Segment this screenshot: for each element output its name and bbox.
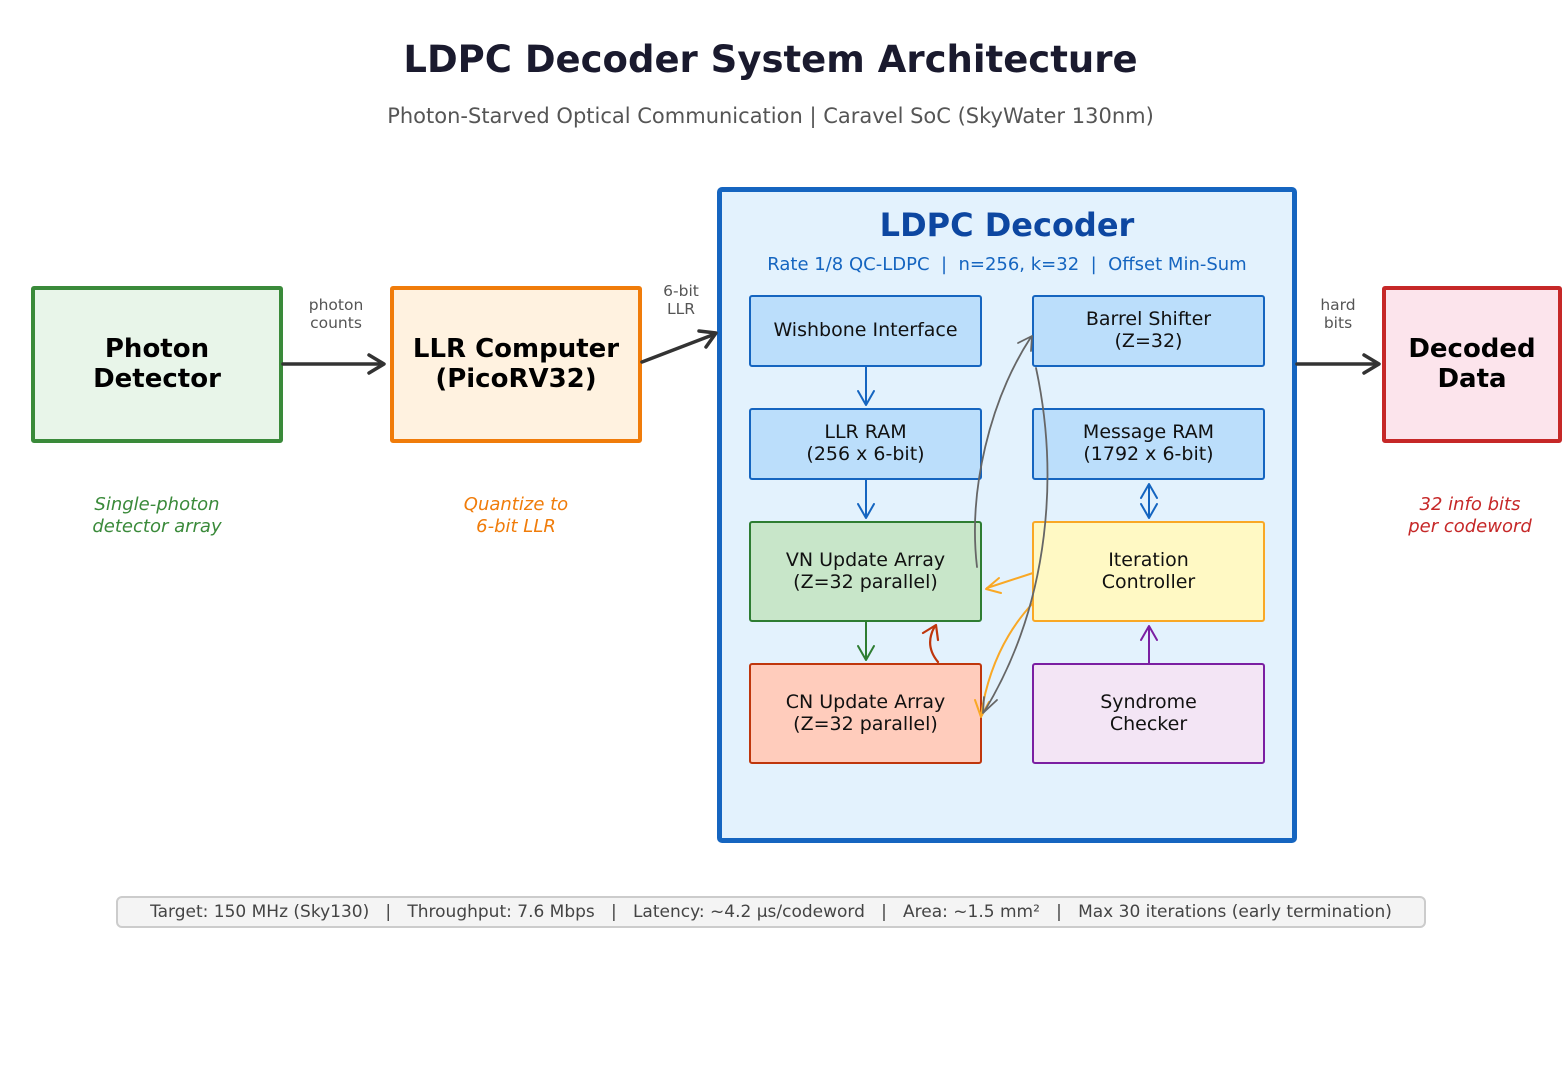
decoder-subtitle: Rate 1/8 QC-LDPC | n=256, k=32 | Offset … — [767, 254, 1247, 275]
vn-update-array-module: VN Update Array (Z=32 parallel) — [749, 521, 982, 622]
arrow-llr-to-decoder — [640, 329, 718, 364]
syndrome-checker-module: Syndrome Checker — [1032, 663, 1265, 764]
barrel-shifter-module: Barrel Shifter (Z=32) — [1032, 295, 1265, 367]
page-subtitle: Photon-Starved Optical Communication | C… — [387, 104, 1154, 128]
message-ram-module: Message RAM (1792 x 6-bit) — [1032, 408, 1265, 480]
decoder-title: LDPC Decoder — [879, 206, 1135, 244]
llr-ram-module: LLR RAM (256 x 6-bit) — [749, 408, 982, 480]
cn-update-array-module: CN Update Array (Z=32 parallel) — [749, 663, 982, 764]
iteration-controller-module: Iteration Controller — [1032, 521, 1265, 622]
arrow-photon-to-llr — [281, 353, 386, 375]
wishbone-interface-module: Wishbone Interface — [749, 295, 982, 367]
decoded-data-clip: Decoded Data — [1382, 286, 1562, 443]
page-title: LDPC Decoder System Architecture — [403, 38, 1138, 81]
photon-detector-block: Photon Detector — [31, 286, 283, 443]
llr-computer-block: LLR Computer (PicoRV32) — [390, 286, 642, 443]
edge-label-6bit-llr: 6-bit LLR — [663, 282, 699, 318]
specs-footer: Target: 150 MHz (Sky130) | Throughput: 7… — [116, 896, 1426, 928]
decoded-data-note: 32 info bits per codeword — [1408, 494, 1532, 537]
decoded-data-block: Decoded Data — [1382, 286, 1562, 443]
edge-label-hard-bits: hard bits — [1320, 296, 1356, 332]
llr-computer-note: Quantize to 6-bit LLR — [463, 494, 569, 537]
edge-label-photon-counts: photon counts — [308, 296, 364, 332]
photon-detector-note: Single-photon detector array — [92, 494, 222, 537]
arrow-decoder-to-output — [1295, 353, 1381, 375]
